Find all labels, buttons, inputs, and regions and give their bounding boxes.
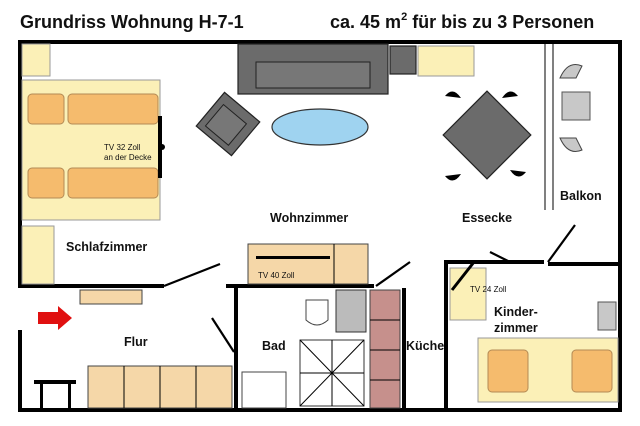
kinderzimmer-shelf [597,301,617,331]
side-table [389,45,417,75]
coat-bench [34,380,76,408]
nightstand [21,43,51,77]
armchair [195,91,261,157]
outer-walls [18,40,622,412]
shoe-rack [79,289,143,305]
flur-cabinets [87,365,233,409]
coffee-table [271,108,369,146]
cabinet [417,45,475,77]
double-bed [21,79,161,221]
plan-size-caption: ca. 45 m2 für bis zu 3 Personen [330,11,594,32]
entry-arrow-icon [38,306,72,330]
balcony-chair [559,137,583,152]
toilet [305,299,329,326]
room-label-wohnzimmer: Wohnzimmer [270,211,348,225]
balcony-table [561,91,591,121]
room-label-balkon: Balkon [560,189,602,203]
room-label-kinderzimmer-1: Kinder- [494,305,538,319]
dining-table [442,90,532,181]
room-label-schlafzimmer: Schlafzimmer [66,240,147,254]
room-label-flur: Flur [124,335,148,349]
tv-32-label: TV 32 Zoll [104,143,141,152]
sofa [237,43,389,95]
washing-machine [241,371,287,409]
room-label-bad: Bad [262,339,286,353]
plan-title: Grundriss Wohnung H-7-1 [20,12,244,32]
kinderzimmer-desk [449,267,487,321]
tv-32-label-sub: an der Decke [104,153,152,162]
wardrobe [21,225,55,285]
kitchen-counter [369,289,401,409]
tv-40-label: TV 40 Zoll [258,271,295,280]
balcony-chair [559,64,583,79]
tv-24-icon [450,261,476,291]
tv-24-label: TV 24 Zoll [470,285,507,294]
room-label-kinderzimmer-2: zimmer [494,321,538,335]
room-label-essecke: Essecke [462,211,512,225]
shower [299,339,365,407]
interior-walls [18,44,620,408]
sofa-bed [477,337,619,403]
room-label-kueche: Küche [406,339,444,353]
shower-wall [335,289,367,333]
tv-sideboard [247,243,369,285]
